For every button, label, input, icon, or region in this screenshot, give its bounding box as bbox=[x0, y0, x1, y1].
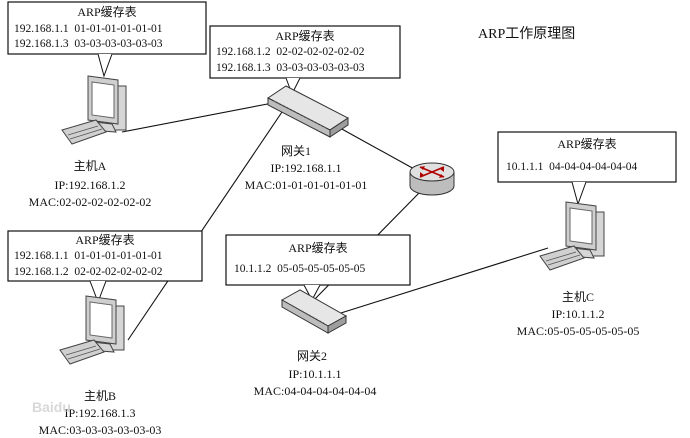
gateway-name: 网关1 bbox=[281, 144, 311, 158]
gateway-ip: IP:192.168.1.1 bbox=[270, 161, 341, 175]
arp-table-box bbox=[209, 25, 401, 79]
arp-table-row: 192.168.1.3 03-03-03-03-03-03 bbox=[14, 38, 163, 50]
host-b-info: 主机B IP:192.168.1.3 MAC:03-03-03-03-03-03 bbox=[39, 389, 162, 437]
host-name: 主机B bbox=[84, 389, 116, 403]
computer-icon bbox=[539, 201, 605, 271]
callout-pointer bbox=[97, 53, 113, 78]
arp-table-host-b: ARP缓存表 192.168.1.1 01-01-01-01-01-01 192… bbox=[7, 230, 203, 304]
arp-table-host-a: ARP缓存表 192.168.1.1 01-01-01-01-01-01 192… bbox=[7, 1, 207, 78]
arp-table-title: ARP缓存表 bbox=[75, 233, 134, 247]
computer-icon bbox=[61, 75, 127, 145]
gateway-mac: MAC:04-04-04-04-04-04 bbox=[254, 384, 377, 398]
gateway-mac: MAC:01-01-01-01-01-01 bbox=[245, 178, 368, 192]
arp-table-row: 192.168.1.2 02-02-02-02-02-02 bbox=[216, 46, 365, 58]
host-mac: MAC:03-03-03-03-03-03 bbox=[39, 423, 162, 437]
host-name: 主机A bbox=[74, 159, 107, 173]
arp-table-row: 192.168.1.2 02-02-02-02-02-02 bbox=[14, 266, 163, 278]
watermark-text: Baidu bbox=[32, 399, 71, 415]
link-gateway2-host-c bbox=[324, 247, 549, 319]
arp-table-title: ARP缓存表 bbox=[288, 241, 347, 255]
gateway2-info: 网关2 IP:10.1.1.1 MAC:04-04-04-04-04-04 bbox=[254, 349, 377, 398]
arp-table-title: ARP缓存表 bbox=[275, 29, 334, 43]
host-name: 主机C bbox=[562, 290, 594, 304]
callout-pointer bbox=[571, 181, 587, 206]
arp-table-gateway2: ARP缓存表 10.1.1.2 05-05-05-05-05-05 bbox=[225, 234, 411, 302]
gateway-name: 网关2 bbox=[297, 349, 327, 363]
diagram-title: ARP工作原理图 bbox=[478, 26, 575, 42]
router-icon bbox=[409, 162, 455, 196]
link-host-a-gateway1 bbox=[121, 101, 279, 133]
arp-table-gateway1: ARP缓存表 192.168.1.2 02-02-02-02-02-02 192… bbox=[209, 25, 401, 96]
arp-table-box bbox=[225, 234, 411, 286]
host-mac: MAC:02-02-02-02-02-02 bbox=[29, 195, 152, 209]
host-mac: MAC:05-05-05-05-05-05 bbox=[517, 324, 640, 338]
arp-table-box bbox=[497, 131, 677, 183]
link-gateway1-router bbox=[339, 127, 417, 171]
host-a-info: 主机A IP:192.168.1.2 MAC:02-02-02-02-02-02 bbox=[29, 159, 152, 209]
gateway1-info: 网关1 IP:192.168.1.1 MAC:01-01-01-01-01-01 bbox=[245, 144, 368, 192]
arp-table-row: 10.1.1.2 05-05-05-05-05-05 bbox=[234, 263, 366, 275]
arp-table-row: 192.168.1.1 01-01-01-01-01-01 bbox=[14, 250, 163, 262]
arp-table-host-c: ARP缓存表 10.1.1.1 04-04-04-04-04-04 bbox=[497, 131, 677, 206]
switch-icon bbox=[267, 85, 349, 138]
arp-table-box bbox=[7, 230, 203, 282]
arp-table-row: 192.168.1.3 03-03-03-03-03-03 bbox=[216, 62, 365, 74]
network-links bbox=[121, 101, 549, 341]
gateway-ip: IP:10.1.1.1 bbox=[288, 367, 341, 381]
host-ip: IP:192.168.1.3 bbox=[64, 406, 135, 420]
host-ip: IP:192.168.1.2 bbox=[54, 178, 125, 192]
arp-table-row: 10.1.1.1 04-04-04-04-04-04 bbox=[506, 161, 638, 173]
computer-icon bbox=[59, 295, 125, 365]
arp-table-title: ARP缓存表 bbox=[77, 5, 136, 19]
host-c-info: 主机C IP:10.1.1.2 MAC:05-05-05-05-05-05 bbox=[517, 290, 640, 338]
switch-icon bbox=[280, 289, 348, 334]
arp-table-row: 192.168.1.1 01-01-01-01-01-01 bbox=[14, 23, 163, 35]
arp-table-title: ARP缓存表 bbox=[557, 137, 616, 151]
arp-table-box bbox=[7, 1, 207, 55]
host-ip: IP:10.1.1.2 bbox=[551, 307, 604, 321]
link-gateway1-host-b bbox=[127, 111, 283, 341]
